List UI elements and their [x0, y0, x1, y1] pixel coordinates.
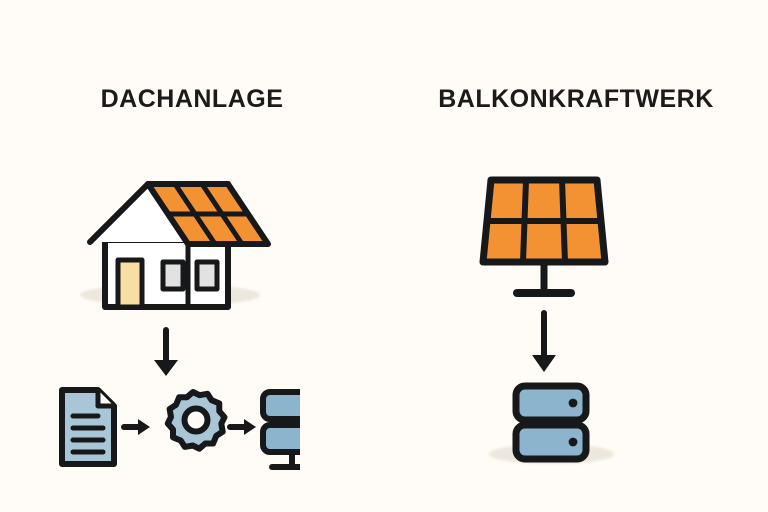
down-arrow-icon-dachanlage	[148, 326, 184, 387]
column-title-dachanlage: DACHANLAGE	[100, 85, 284, 113]
column-title-balkonkraftwerk: BALKONKRAFTWERK	[438, 85, 714, 113]
pipeline-dachanlage	[40, 380, 324, 480]
stage-dachanlage	[0, 114, 384, 512]
column-dachanlage: DACHANLAGE	[0, 85, 384, 512]
server-icon	[506, 380, 598, 475]
gear-icon	[164, 389, 228, 452]
right-arrow-icon-2	[227, 419, 256, 435]
down-arrow-icon-balkonkraftwerk	[526, 309, 562, 384]
tilted-solar-panel-on-stand-icon	[469, 162, 619, 317]
server-with-stand-icon	[260, 389, 324, 470]
house-with-roof-solar-panels-icon	[60, 162, 290, 327]
right-arrow-icon-1	[121, 419, 150, 435]
column-balkonkraftwerk: BALKONKRAFTWERK	[384, 0, 768, 512]
document-icon	[59, 387, 117, 467]
stage-balkonkraftwerk	[384, 114, 768, 512]
